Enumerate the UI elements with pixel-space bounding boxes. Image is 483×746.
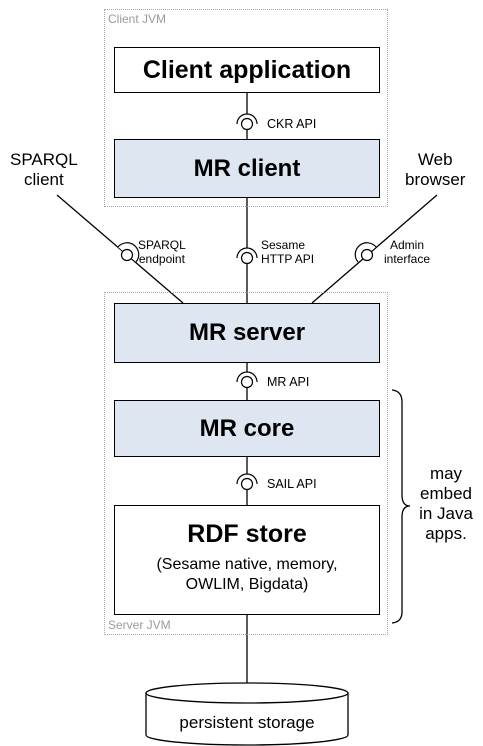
embed-note-line1: may	[429, 464, 463, 483]
mr-client-box: MR client	[114, 139, 380, 198]
sesame-http-label-line1: Sesame	[261, 238, 306, 252]
server-jvm-frame	[104, 292, 388, 635]
client-jvm-frame	[104, 9, 388, 207]
admin-interface-label-line1: Admin	[390, 238, 425, 252]
embed-note-line4: apps.	[425, 524, 467, 543]
embed-brace-icon	[391, 389, 411, 624]
sesame-http-interface-icon	[236, 247, 258, 265]
embed-note-line3: in Java	[419, 504, 473, 523]
sparql-client-label: SPARQL client	[10, 150, 78, 190]
sparql-endpoint-label-line1: SPARQL	[138, 238, 186, 252]
sesame-http-label: Sesame HTTP API	[261, 238, 314, 266]
sparql-client-label-line2: client	[24, 170, 64, 189]
rdf-store-box: RDF store (Sesame native, memory, OWLIM,…	[114, 505, 380, 615]
sail-api-interface-icon	[236, 473, 258, 491]
rdf-store-title: RDF store	[187, 520, 307, 548]
rdf-store-detail-line1: (Sesame native, memory,	[156, 556, 338, 573]
sparql-client-label-line1: SPARQL	[10, 150, 78, 169]
line-sparql-client	[56, 194, 184, 304]
client-application-box: Client application	[114, 47, 380, 93]
sparql-endpoint-label: SPARQL endpoint	[138, 238, 186, 266]
server-jvm-label: Server JVM	[108, 618, 171, 632]
web-browser-label: Web browser	[405, 150, 465, 190]
admin-interface-label-line2: interface	[384, 252, 431, 266]
mr-server-box: MR server	[114, 303, 380, 363]
web-browser-label-line2: browser	[405, 170, 466, 189]
sail-api-label: SAIL API	[267, 477, 317, 491]
database-cylinder-icon	[145, 682, 349, 746]
web-browser-label-line1: Web	[417, 150, 453, 169]
mr-core-box: MR core	[114, 400, 380, 457]
line-web-browser	[311, 194, 438, 304]
mr-api-label: MR API	[267, 375, 310, 389]
client-jvm-label: Client JVM	[108, 12, 167, 26]
sesame-http-label-line2: HTTP API	[261, 252, 315, 266]
persistent-storage-label: persistent storage	[179, 713, 315, 732]
embed-note: may embed in Java apps.	[412, 464, 480, 544]
admin-interface-icon	[354, 242, 377, 263]
ckr-api-interface-icon	[236, 113, 258, 131]
ckr-api-label: CKR API	[267, 117, 317, 131]
sparql-endpoint-interface-icon	[117, 242, 140, 263]
admin-interface-label: Admin interface	[384, 238, 430, 266]
rdf-store-detail-line2: OWLIM, Bigdata)	[185, 576, 309, 593]
embed-note-line2: embed	[420, 484, 472, 503]
sparql-endpoint-label-line2: endpoint	[138, 252, 185, 266]
mr-api-interface-icon	[236, 371, 258, 389]
